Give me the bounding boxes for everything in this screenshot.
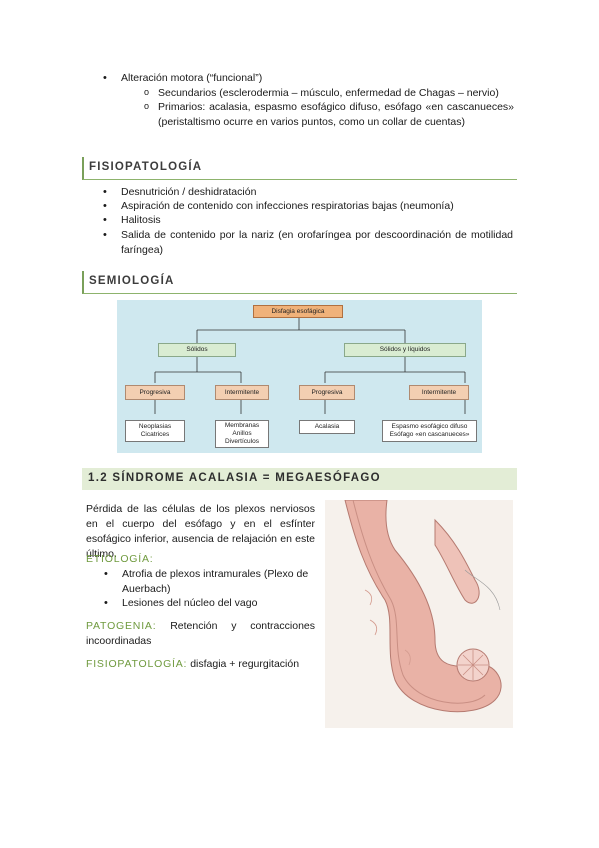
node-root: Disfagia esofágica	[253, 305, 343, 318]
list-item: Lesiones del núcleo del vago	[104, 596, 315, 611]
section-title: SEMIOLOGÍA	[89, 275, 175, 287]
node-leaf-espasmo: Espasmo esofágico difuso Esófago «en cas…	[382, 420, 477, 442]
node-leaf-neoplasias: Neoplasias Cicatrices	[125, 420, 185, 442]
etiologia-label: ETIOLOGÍA:	[86, 553, 154, 565]
patogenia-label: PATOGENIA:	[86, 620, 157, 632]
acalasia-intro: Pérdida de las células de los plexos ner…	[86, 503, 315, 560]
node-progresiva-left: Progresiva	[125, 385, 185, 400]
bullet-alteracion-motora: Alteración motora (“funcional”)	[103, 71, 501, 86]
node-intermitente-left: Intermitente	[215, 385, 269, 400]
node-intermitente-right: Intermitente	[409, 385, 469, 400]
node-leaf-membranas: Membranas Anillos Divertículos	[215, 420, 269, 448]
section-acalasia: 1.2 SÍNDROME ACALASIA = MEGAESÓFAGO	[82, 468, 517, 490]
esophagus-drawing	[344, 499, 502, 713]
node-progresiva-right: Progresiva	[299, 385, 355, 400]
diagram-connectors	[154, 317, 466, 414]
dysphagia-flow-diagram: Disfagia esofágica Sólidos Sólidos y líq…	[117, 300, 482, 453]
sub-secundarios: Secundarios (esclerodermia – músculo, en…	[144, 85, 514, 101]
list-item: Desnutrición / deshidratación	[103, 185, 513, 200]
section-semiologia: SEMIOLOGÍA	[82, 271, 517, 294]
section-fisiopatologia: FISIOPATOLOGÍA	[82, 157, 517, 180]
esophagus-illustration	[325, 499, 513, 728]
section-title: FISIOPATOLOGÍA	[89, 161, 203, 173]
list-item: Salida de contenido por la nariz (en oro…	[103, 228, 513, 258]
node-solidos-liquidos: Sólidos y líquidos	[344, 343, 466, 357]
section-title: 1.2 SÍNDROME ACALASIA = MEGAESÓFAGO	[88, 472, 381, 484]
list-item: Aspiración de contenido con infecciones …	[103, 199, 513, 214]
fisio-paragraph: FISIOPATOLOGÍA: disfagia + regurgitación	[86, 658, 300, 670]
patogenia-paragraph: PATOGENIA: Retención y contracciones inc…	[86, 620, 315, 647]
node-solidos: Sólidos	[158, 343, 236, 357]
fisio-label: FISIOPATOLOGÍA:	[86, 658, 188, 670]
list-item: Atrofia de plexos intramurales (Plexo de…	[104, 567, 315, 597]
node-leaf-acalasia: Acalasia	[299, 420, 355, 434]
list-item: Halitosis	[103, 213, 513, 228]
sub-primarios: Primarios: acalasia, espasmo esofágico d…	[144, 99, 514, 130]
